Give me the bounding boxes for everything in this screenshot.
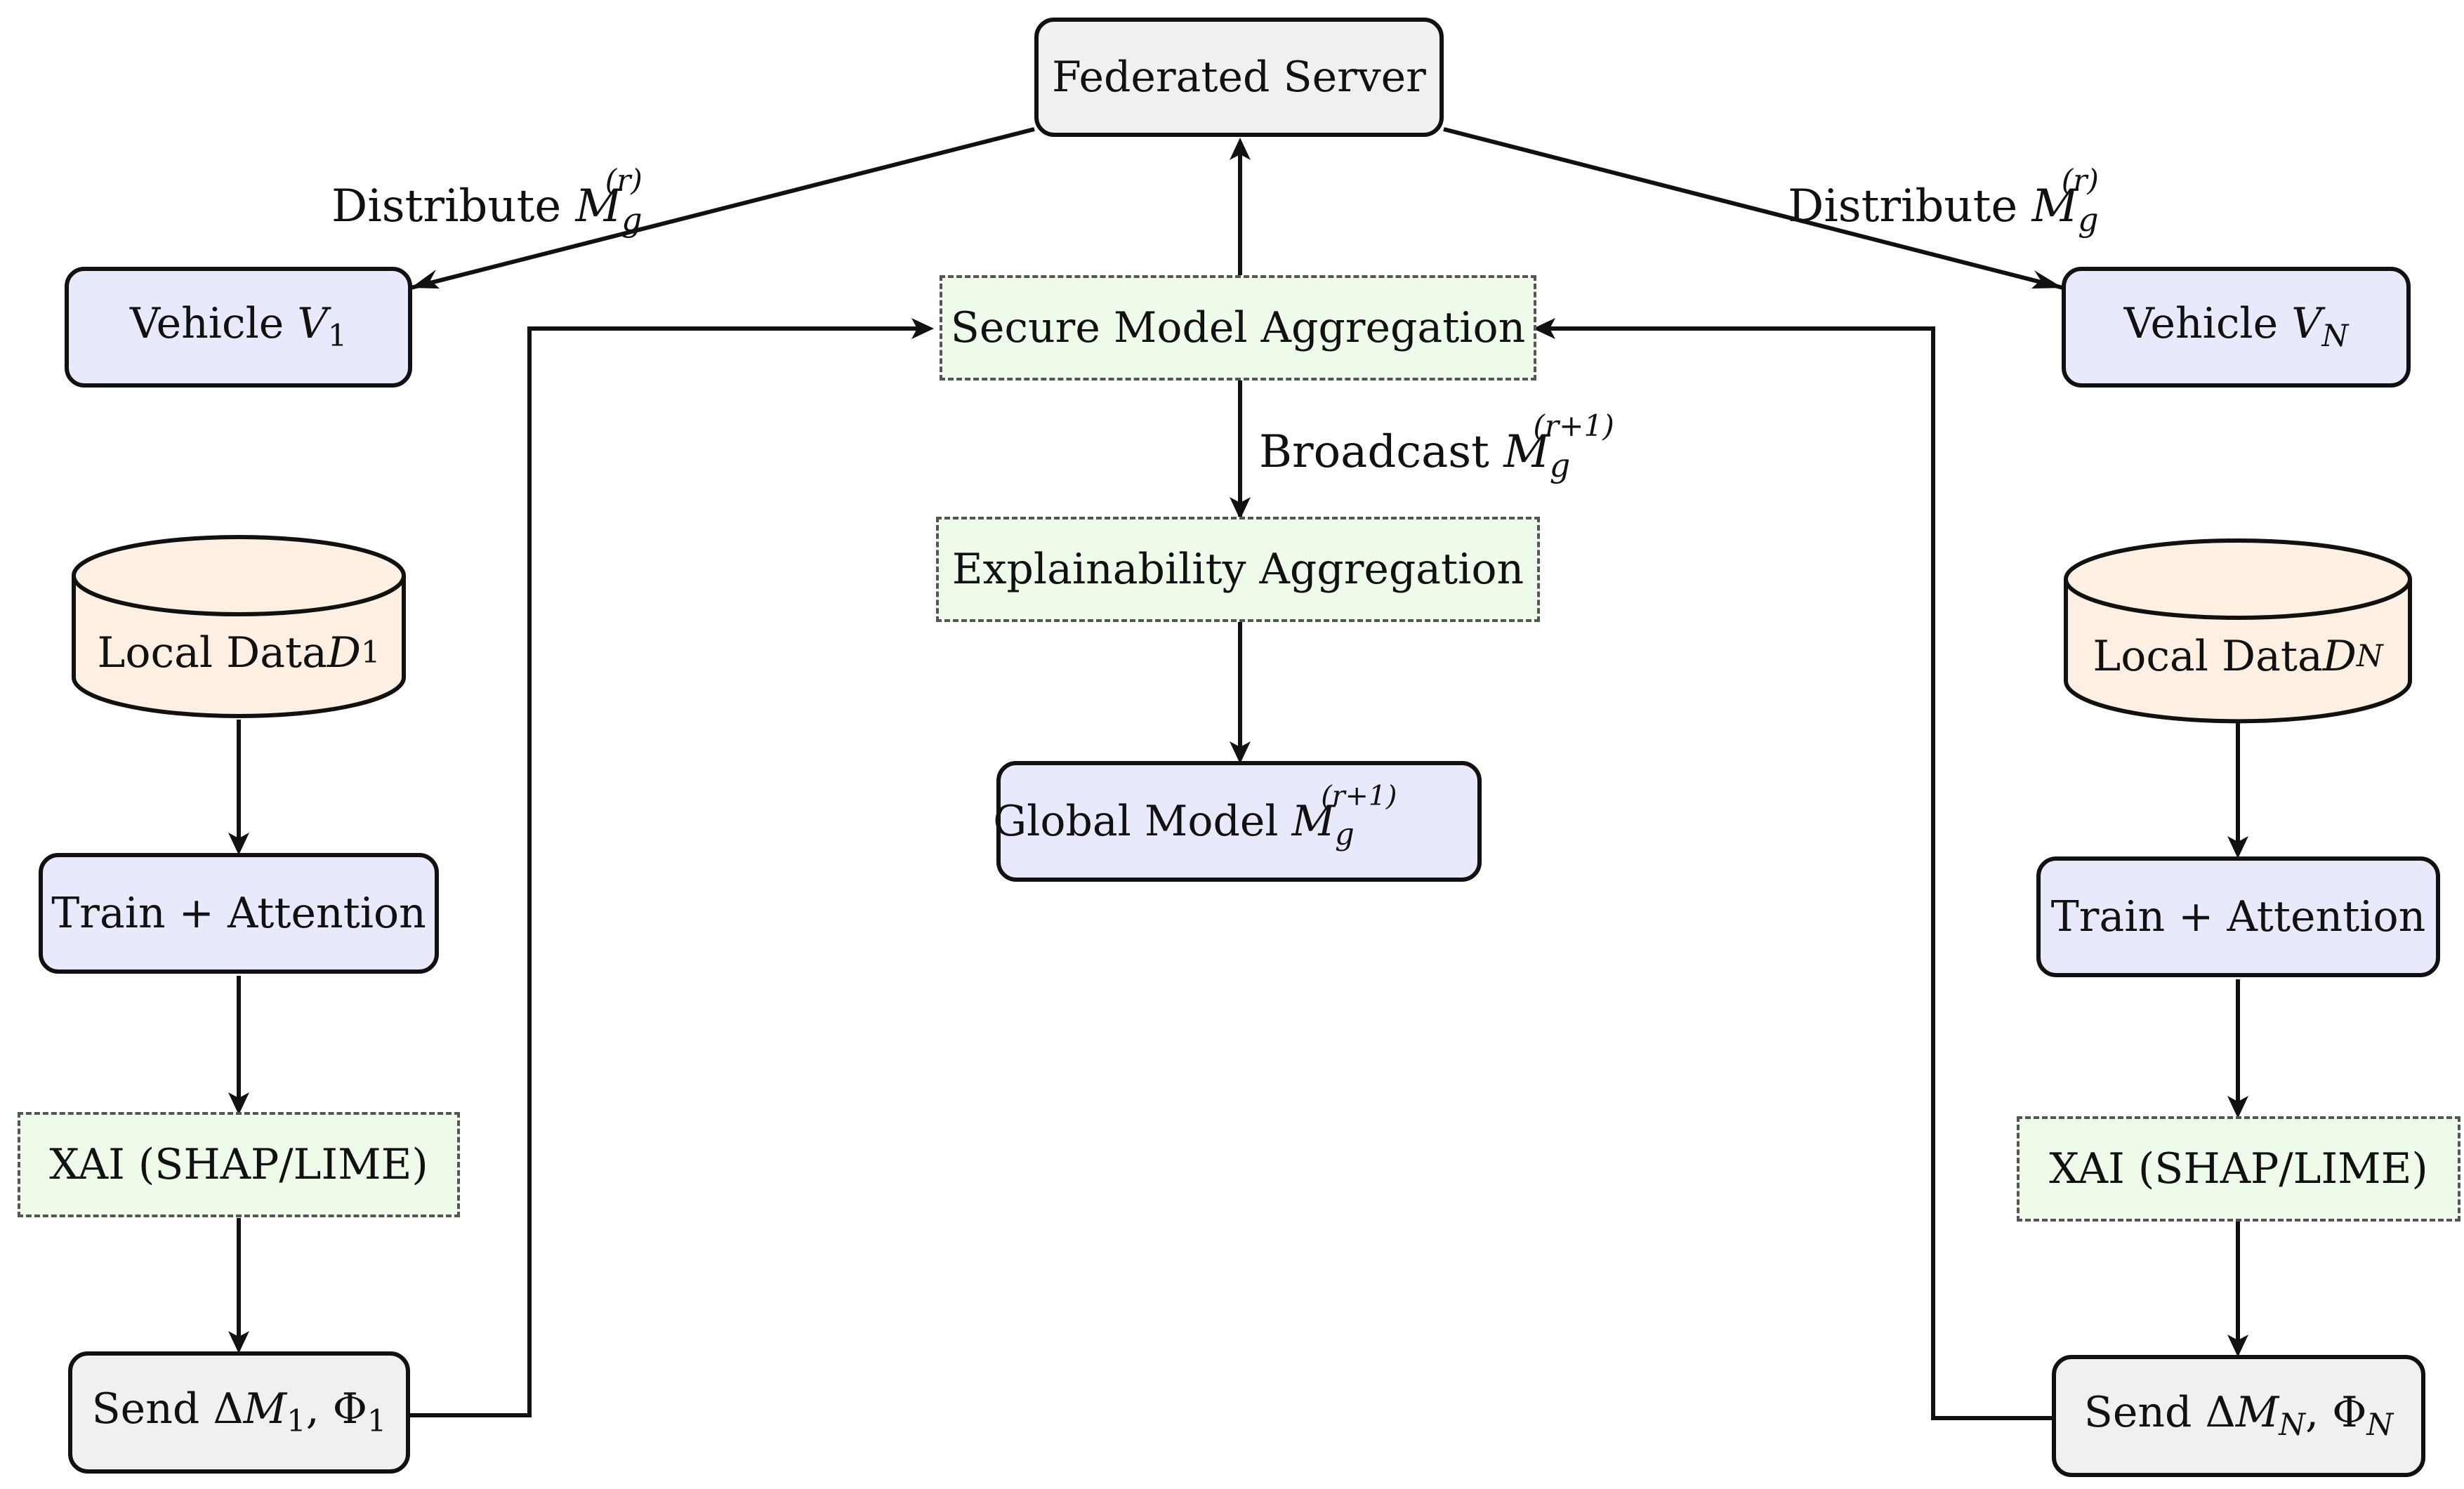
send-update-1-node: Send ΔM1, Φ1 — [68, 1351, 410, 1474]
cylinder-local-data-n — [2064, 538, 2412, 724]
distribute-right-label: Distribute M(r)g — [1788, 162, 2099, 239]
arrowhead-trainn — [2227, 836, 2248, 859]
xai-1-label: XAI (SHAP/LIME) — [49, 1140, 428, 1189]
train-attention-1-node: Train + Attention — [39, 853, 439, 974]
arrowhead-send1 — [228, 1331, 249, 1354]
train-attention-1-label: Train + Attention — [51, 889, 426, 938]
secure-model-aggregation-label: Secure Model Aggregation — [950, 303, 1526, 352]
secure-model-aggregation-node: Secure Model Aggregation — [940, 275, 1536, 380]
global-model-node: Global Model M(r+1)g — [993, 761, 1482, 882]
federated-server-node: Federated Server — [1034, 18, 1444, 137]
explainability-aggregation-node: Explainability Aggregation — [936, 517, 1540, 622]
edge-send1-secure-agg — [409, 326, 927, 1417]
broadcast-label: Broadcast M(r+1)g — [1259, 408, 1614, 484]
arrowhead-vehicle-1 — [411, 270, 440, 289]
federated-server-label: Federated Server — [1052, 53, 1426, 102]
vehicle-n-node: Vehicle VN — [2062, 267, 2411, 388]
arrowhead-secure-agg-left — [911, 318, 934, 339]
edge-server-to-vehicle-1 — [410, 127, 1035, 290]
distribute-left-label: Distribute M(r)g — [331, 162, 643, 239]
edge-server-to-vehicle-n — [1443, 127, 2064, 290]
explainability-aggregation-label: Explainability Aggregation — [951, 545, 1524, 594]
xai-n-node: XAI (SHAP/LIME) — [2017, 1116, 2460, 1222]
arrowhead-xai1 — [228, 1092, 249, 1115]
arrowhead-global-model — [1230, 741, 1251, 764]
vehicle-1-node: Vehicle V1 — [65, 267, 412, 388]
vehicle-1-label: Vehicle V1 — [129, 298, 348, 354]
arrowhead-xain — [2227, 1096, 2248, 1118]
cylinder-local-data-1 — [72, 535, 406, 718]
edge-sendn-secure-agg — [1540, 326, 2053, 1420]
arrowhead-sendn — [2227, 1335, 2248, 1357]
send-update-n-label: Send ΔMN, ΦN — [2083, 1387, 2394, 1443]
send-update-n-node: Send ΔMN, ΦN — [2052, 1355, 2425, 1477]
vehicle-n-label: Vehicle VN — [2123, 298, 2349, 354]
send-update-1-label: Send ΔM1, Φ1 — [91, 1384, 387, 1439]
arrowhead-train1 — [228, 833, 249, 855]
xai-n-label: XAI (SHAP/LIME) — [2049, 1144, 2428, 1193]
train-attention-n-label: Train + Attention — [2050, 892, 2426, 941]
arrowhead-secure-agg-right — [1533, 318, 1555, 339]
train-attention-n-node: Train + Attention — [2036, 856, 2440, 977]
xai-1-node: XAI (SHAP/LIME) — [18, 1112, 460, 1217]
arrowhead-explain-agg — [1230, 497, 1251, 520]
global-model-label: Global Model M(r+1)g — [993, 780, 1397, 852]
arrowhead-vehicle-n — [2031, 270, 2063, 289]
arrowhead-server-up — [1230, 138, 1251, 160]
